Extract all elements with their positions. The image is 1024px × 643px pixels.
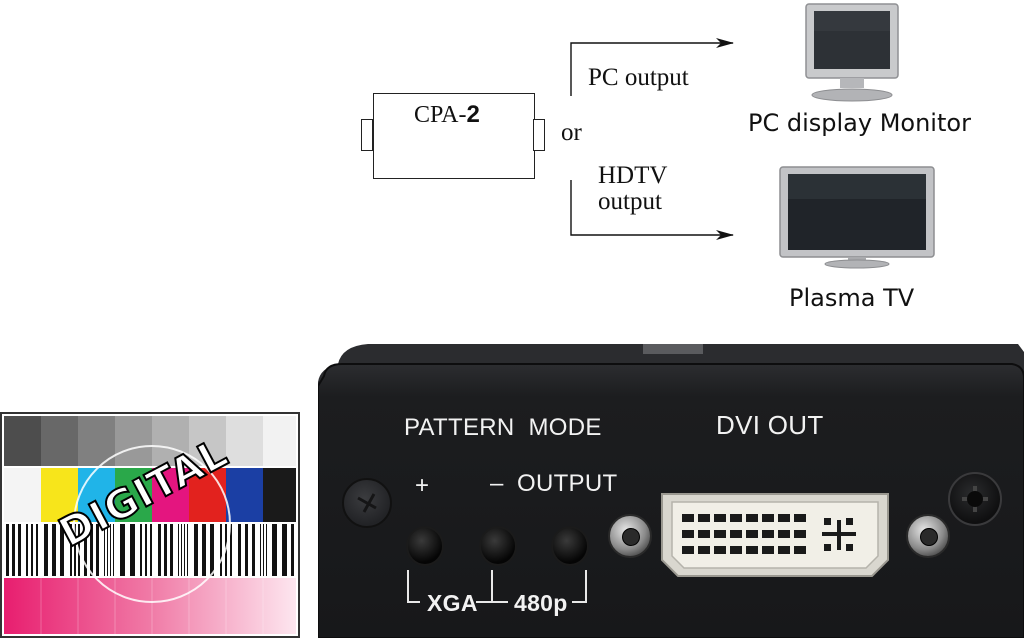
signal-flow-diagram: CPA-2 or PC output HDTV output PC displa… [0,0,1024,320]
right-screw-slot-icon [962,486,988,512]
pattern-minus-button[interactable] [481,528,515,564]
dvi-out-connector[interactable] [658,490,892,580]
dvi-left-thumbscrew [608,514,652,558]
test-pattern-image: DIGITAL [0,412,300,638]
hdtv-output-label: HDTV output [598,163,667,215]
pattern-mode-label: PATTERN MODE [404,414,602,441]
pattern-plus-button[interactable] [408,528,442,564]
hdtv-output-line2: output [598,188,662,215]
or-label: or [561,119,582,146]
output-mode-button[interactable] [553,528,587,564]
cpa2-output-connector [533,119,545,151]
cpa2-front-panel: PATTERN MODE DVI OUT + – OUTPUT XGA 480p [318,342,1024,638]
left-ground-screw [342,478,392,528]
cpa2-label: CPA-2 [414,101,480,129]
hdtv-output-arrow [570,180,734,240]
pc-output-label: PC output [588,64,689,91]
cpa2-input-connector [361,119,373,151]
plasma-tv-label: Plasma TV [789,284,915,312]
pc-monitor-label: PC display Monitor [748,109,971,137]
plus-label: + [415,472,430,499]
pc-output-arrow [570,38,734,96]
480p-label: 480p [514,590,568,616]
xga-label: XGA [427,590,478,616]
dvi-out-label: DVI OUT [716,410,824,440]
hdtv-output-line1: HDTV [598,162,668,189]
cpa2-label-number: 2 [466,101,480,128]
button-brackets [407,570,587,603]
cpa2-label-prefix: CPA- [414,102,467,128]
dvi-right-thumbscrew [906,514,950,558]
pc-monitor-icon [805,3,899,102]
left-screw-slot-icon [357,493,377,513]
plasma-tv-icon [779,166,935,269]
test-pattern-graphic [0,412,300,638]
output-label: OUTPUT [517,470,618,497]
right-ground-screw [948,472,1002,526]
cpa2-device-box [373,93,535,179]
connection-lines [570,38,734,240]
minus-label: – [490,470,504,497]
